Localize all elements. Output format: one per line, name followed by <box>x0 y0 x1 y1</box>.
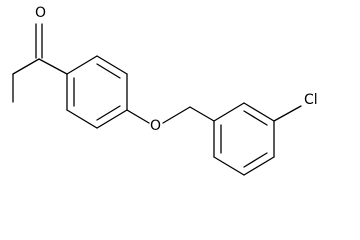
bond-ring2-inner-top <box>243 110 268 126</box>
bond-carbonyl-to-ring <box>38 58 68 75</box>
bond-ring1-b <box>96 55 128 75</box>
bond-ring2-inner-bottom <box>243 152 268 168</box>
bond-oxygen-to-ch2 <box>162 106 191 124</box>
bond-ring2-e <box>213 156 245 176</box>
bond-ring2-to-chlorine <box>273 105 302 122</box>
molecule-svg: O O Cl <box>12 5 318 176</box>
bond-ring1-inner-top <box>96 63 121 79</box>
atom-label-ether-oxygen: O <box>150 118 161 134</box>
bond-ring1-d <box>96 109 128 129</box>
bond-ring2-a <box>213 102 245 122</box>
bond-ch2-to-ring2 <box>189 106 215 122</box>
atom-label-carbonyl-oxygen: O <box>35 5 46 21</box>
bond-ring1-a <box>66 55 98 75</box>
bond-ring1-to-oxygen <box>126 109 150 124</box>
bond-ring1-e <box>66 109 98 129</box>
bond-ring2-d <box>243 156 275 176</box>
bond-ring1-inner-bottom <box>96 105 121 121</box>
structure-canvas: O O Cl <box>12 5 318 176</box>
bond-ethyl-ch2 <box>12 58 40 75</box>
bond-ring2-b <box>243 102 275 122</box>
atom-label-chlorine: Cl <box>304 92 318 108</box>
